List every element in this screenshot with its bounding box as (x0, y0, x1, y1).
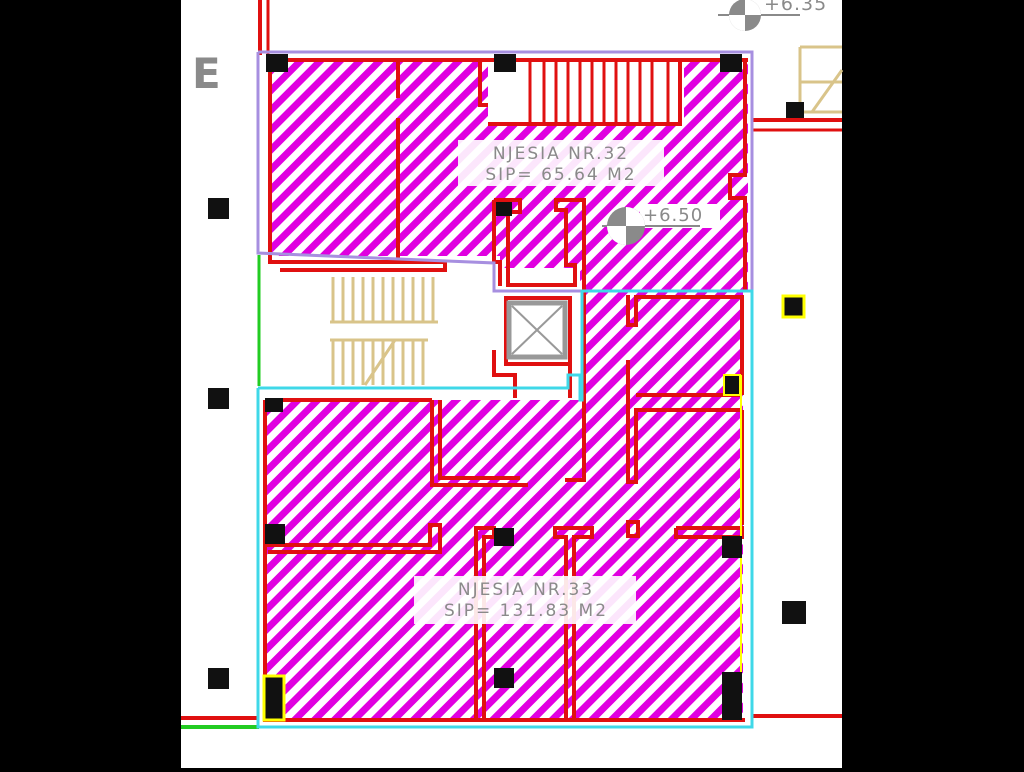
stair-top-area (488, 58, 684, 124)
column (722, 536, 742, 558)
unit-33-area: SIP= 131.83 M2 (444, 601, 608, 621)
column-highlight (723, 374, 741, 396)
elevation-marker-icon (718, 0, 800, 31)
elevator-icon (506, 300, 568, 360)
column (722, 672, 742, 720)
column-highlight (262, 674, 286, 722)
unit-32-name: NJESIA NR.32 (493, 144, 629, 164)
unit-32-area: SIP= 65.64 M2 (485, 165, 636, 185)
columns (208, 54, 806, 720)
column (720, 54, 742, 72)
column (208, 668, 229, 689)
elevation-marker-icon (602, 204, 720, 245)
column (494, 668, 514, 688)
unit-33-border (256, 289, 754, 729)
stair-right-partial (798, 45, 844, 114)
column (208, 198, 229, 219)
unit-33-hatch (265, 400, 743, 720)
unit-33-label-bg (414, 576, 636, 624)
column (265, 524, 285, 544)
column (266, 54, 288, 72)
highlighted-columns (262, 294, 806, 722)
unit-33-hatch-east (582, 290, 743, 410)
column (208, 388, 229, 409)
column (496, 202, 512, 216)
elevation-label: +6.35 (764, 0, 827, 15)
stair-lower (330, 277, 438, 386)
column (494, 528, 514, 546)
column (782, 601, 806, 624)
unit-32-border (256, 50, 754, 293)
elevation-label: +6.50 (643, 205, 703, 226)
column (786, 102, 804, 118)
column (494, 54, 516, 72)
unit-32-label-bg (458, 140, 664, 186)
column-highlight (781, 294, 806, 319)
stair-upper (528, 58, 670, 126)
unit-33-name: NJESIA NR.33 (458, 580, 594, 600)
partial-label: E (192, 49, 221, 98)
column (265, 398, 283, 412)
